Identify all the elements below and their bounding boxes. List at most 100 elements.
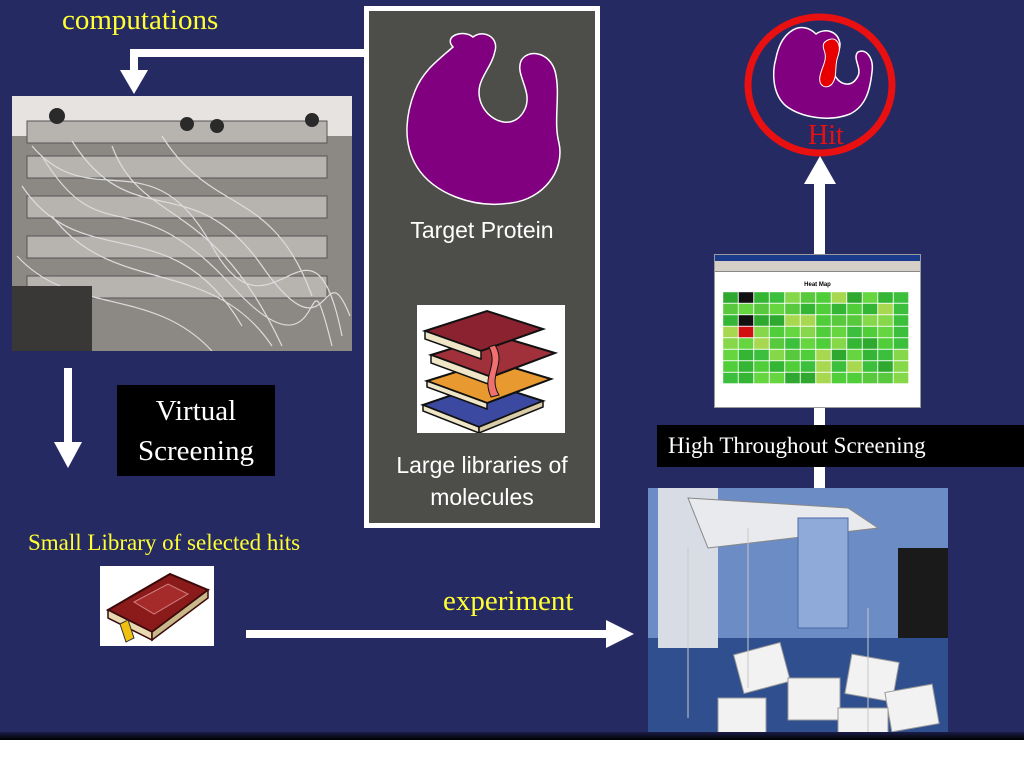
heat-map-cell	[784, 360, 801, 373]
heat-map-cell	[769, 337, 785, 350]
heat-map-cell	[784, 372, 801, 384]
virtual-screening-box: Virtual Screening	[117, 385, 275, 476]
heat-map-cell	[846, 314, 863, 327]
heat-map-cell	[815, 303, 832, 315]
heat-map-cell	[862, 314, 878, 327]
heat-map-cell	[862, 291, 878, 304]
heat-map-cell	[738, 291, 754, 304]
arrow-down-head-library	[54, 442, 82, 468]
heat-map-cell	[722, 326, 739, 338]
high-throughput-label: High Throughout Screening	[668, 433, 926, 458]
experiment-label: experiment	[443, 585, 574, 617]
heat-map-cell	[815, 360, 832, 373]
heat-map-cell	[893, 303, 909, 315]
heat-map-cell	[893, 291, 909, 304]
arrow-photo-to-library-shaft	[64, 368, 72, 446]
heat-map-cell	[877, 372, 894, 384]
heat-map-cell	[846, 326, 863, 338]
arrow-to-experiment-shaft	[246, 630, 616, 638]
heat-map-cell	[831, 349, 847, 361]
slide-background: computations	[0, 0, 1024, 738]
heat-map-cell	[831, 372, 847, 384]
heat-map-cell	[738, 314, 754, 327]
arrow-right-head-experiment	[606, 620, 634, 648]
heat-map-cell	[769, 291, 785, 304]
target-library-panel: Target Protein Large libraries of molecu…	[364, 6, 600, 528]
heat-map-cell	[815, 314, 832, 327]
heat-map-cell	[877, 314, 894, 327]
heat-map-cell	[815, 349, 832, 361]
heat-map-cell	[722, 303, 739, 315]
heat-map-cell	[800, 337, 816, 350]
heat-map-cell	[769, 372, 785, 384]
cluster-rack-illustration	[12, 96, 352, 351]
heat-map-cell	[722, 360, 739, 373]
heat-map-cell	[815, 291, 832, 304]
heat-map-cell	[800, 303, 816, 315]
heat-map-cell	[893, 349, 909, 361]
heat-map-cell	[846, 303, 863, 315]
heat-map-title: Heat Map	[804, 282, 831, 288]
heat-map-cell	[862, 349, 878, 361]
heat-map-cell	[784, 349, 801, 361]
heat-map-cell	[800, 326, 816, 338]
heat-map-cell	[831, 314, 847, 327]
heat-map-cell	[769, 360, 785, 373]
heat-map-toolbar	[715, 261, 920, 272]
heat-map-cell	[862, 337, 878, 350]
heat-map-cell	[722, 372, 739, 384]
arrow-panel-to-computations-vertical	[130, 49, 138, 79]
target-protein-label: Target Protein	[410, 217, 554, 243]
heat-map-cell	[784, 337, 801, 350]
arrow-shaft-lower	[814, 404, 825, 428]
heat-map-cell	[753, 291, 770, 304]
heat-map-cell	[753, 360, 770, 373]
heat-map-cell	[831, 326, 847, 338]
heat-map-cell	[753, 326, 770, 338]
arrow-panel-to-computations-horizontal	[138, 49, 370, 57]
heat-map-cell	[753, 349, 770, 361]
heat-map-cell	[722, 314, 739, 327]
heat-map-cell	[893, 360, 909, 373]
heat-map-cell	[862, 326, 878, 338]
heat-map-cell	[893, 326, 909, 338]
heat-map-cell	[753, 372, 770, 384]
heat-map-cell	[846, 360, 863, 373]
heat-map-cell	[846, 372, 863, 384]
heat-map-cell	[784, 314, 801, 327]
heat-map-titlebar	[715, 255, 920, 261]
heat-map-cell	[846, 349, 863, 361]
heat-map-cell	[784, 326, 801, 338]
heat-map-cell	[862, 360, 878, 373]
computer-cluster-photo	[12, 96, 352, 351]
heat-map-cell	[877, 303, 894, 315]
small-library-label: Small Library of selected hits	[28, 530, 301, 555]
heat-map-cell	[877, 337, 894, 350]
heat-map-cell	[738, 372, 754, 384]
heat-map-cell	[831, 360, 847, 373]
heat-map-cell	[846, 291, 863, 304]
virtual-screening-label: Virtual Screening	[138, 394, 254, 467]
heat-map-cell	[800, 314, 816, 327]
heat-map-cell	[769, 326, 785, 338]
heat-map-cell	[877, 349, 894, 361]
heat-map-cell	[738, 326, 754, 338]
heat-map-cell	[784, 291, 801, 304]
small-library-book-icon	[100, 566, 214, 646]
slide-bottom-bar	[0, 732, 1024, 740]
heat-map-cell	[738, 303, 754, 315]
heat-map-cell	[846, 337, 863, 350]
heat-map-cell	[753, 337, 770, 350]
heat-map-cell	[738, 349, 754, 361]
heat-map-cell	[877, 326, 894, 338]
hit-circle	[744, 13, 896, 157]
heat-map-cell	[893, 372, 909, 384]
heat-map-cell	[893, 337, 909, 350]
heat-map-cell	[769, 303, 785, 315]
target-protein-icon	[406, 32, 561, 205]
computations-label: computations	[62, 4, 219, 36]
hit-label: Hit	[808, 120, 844, 151]
heat-map-cell	[800, 372, 816, 384]
arrow-to-hit-shaft	[814, 180, 825, 256]
book-stack-icon	[417, 305, 565, 435]
